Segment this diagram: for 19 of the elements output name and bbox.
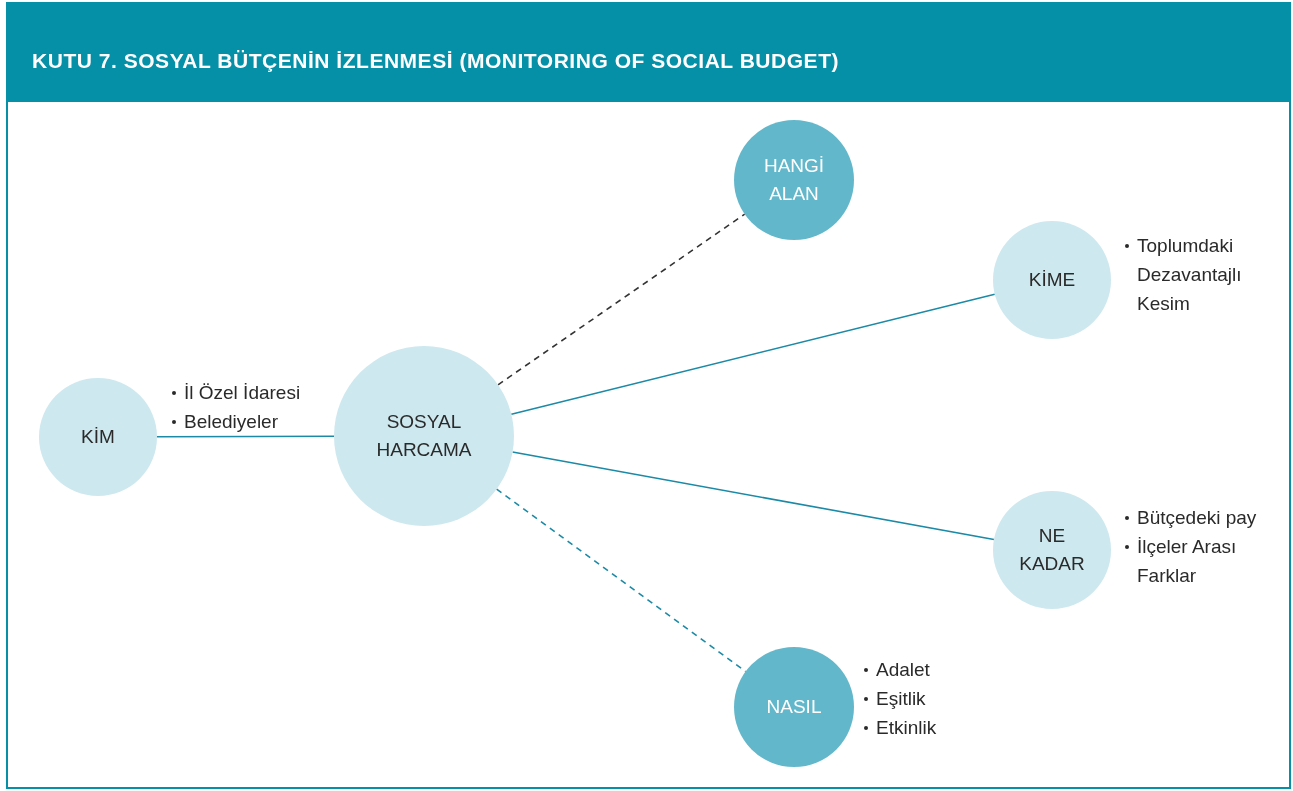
connector-line <box>156 435 335 438</box>
bullet-text: Eşitlik <box>876 687 926 711</box>
title: KUTU 7. SOSYAL BÜTÇENİN İZLENMESİ (MONITORING OF SOCIAL BUDGET) <box>32 48 839 74</box>
circle-label: NASIL <box>765 695 823 719</box>
bullet-text: Toplumdaki Dezavantajlı Kesim <box>1137 234 1243 316</box>
connector-line <box>511 451 995 541</box>
bullet-text: İl Özel İdaresi <box>184 381 301 405</box>
circle-label: KİME <box>1027 268 1077 292</box>
bullet-text: Etkinlik <box>876 716 937 740</box>
bullet-text: Adalet <box>876 658 930 682</box>
circle-label: HANGİ ALAN <box>762 154 826 206</box>
bullet-text: Bütçedeki pay <box>1137 506 1257 530</box>
connector-line <box>510 293 996 416</box>
circle-label: KİM <box>80 425 116 449</box>
circle-label: NE KADAR <box>1018 524 1086 576</box>
bullet-text: Belediyeler <box>184 410 278 434</box>
connector-line <box>497 213 746 386</box>
bullet-text: İlçeler Arası Farklar <box>1137 535 1238 588</box>
circle-label: SOSYAL HARCAMA <box>375 410 473 462</box>
